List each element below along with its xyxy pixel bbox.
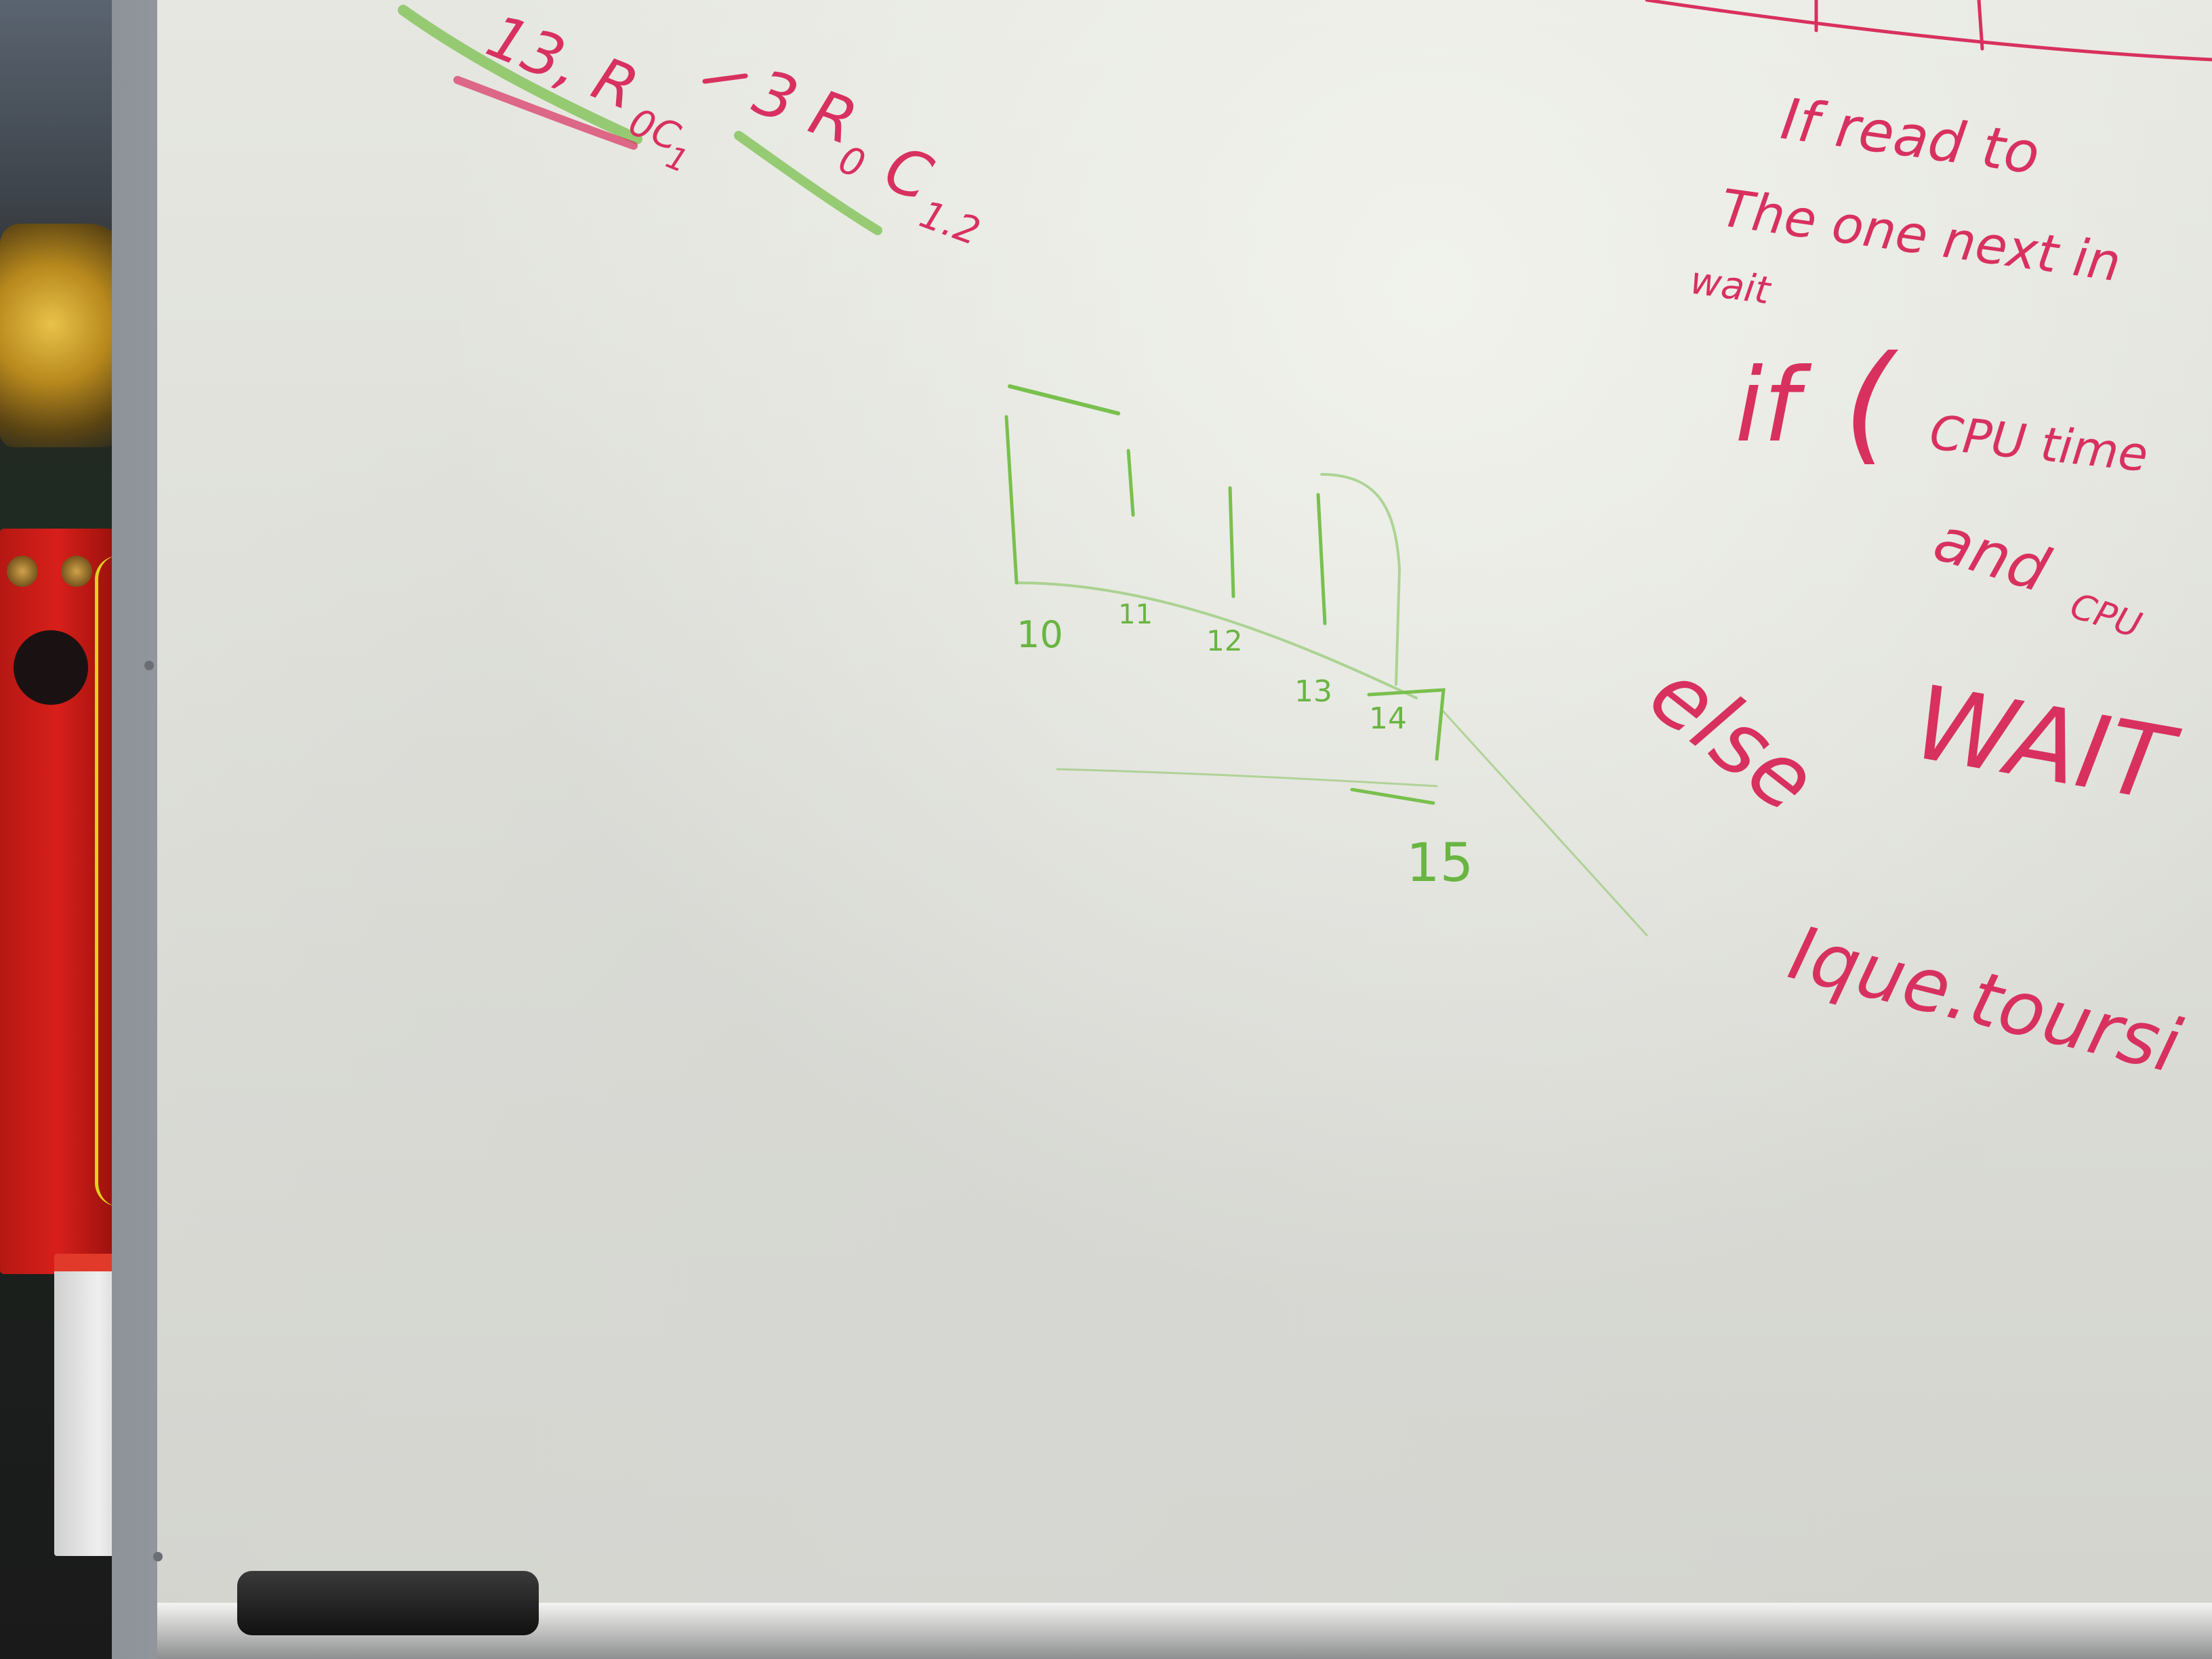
note-line-3: wait [1687, 258, 1774, 313]
note-paren: ( [1843, 328, 1899, 478]
frame-screw [153, 1552, 163, 1561]
note-cpu-time: CPU time [1927, 405, 2151, 483]
green-underline [734, 131, 882, 235]
note-else: else [1631, 641, 1835, 832]
note-line-2: The one next in [1717, 178, 2125, 293]
note-cpu-small: CPU [2066, 586, 2146, 647]
note-wait: WAIT [1906, 664, 2186, 826]
note-if: if [1735, 347, 1812, 465]
diagram-step [1367, 688, 1446, 761]
whiteboard-eraser[interactable] [237, 1571, 539, 1635]
note-and: and [1926, 504, 2057, 607]
diagram-lower-step [1350, 787, 1435, 805]
diagram-baseline [1015, 581, 1418, 699]
diagram-bottom-label: 15 [1406, 833, 1473, 894]
yellow-cable [95, 556, 119, 1206]
gold-crown-decoration [0, 224, 129, 447]
note-dash [702, 73, 748, 84]
diagram-tick-label: 14 [1369, 701, 1407, 736]
red-underline [453, 76, 638, 150]
whiteboard-surface [157, 0, 2212, 1603]
note-term-2-tail-sub: 1.2 [914, 192, 985, 255]
diagram-curve [1320, 473, 1401, 686]
table-divider [1977, 0, 1984, 51]
diagram-tick [1126, 449, 1135, 517]
diagram-tick [1228, 486, 1235, 598]
diagram-top-line [1008, 384, 1120, 415]
diagram-tick-label: 13 [1294, 674, 1332, 709]
diagram-tick-label: 12 [1206, 624, 1242, 657]
diagram-lower-line [1056, 768, 1438, 787]
cabinet-knob [61, 556, 92, 587]
note-ique: Ique.toursi [1781, 909, 2189, 1090]
diagram-pointer [1442, 710, 1648, 937]
cabinet-knob [7, 556, 38, 587]
frame-screw [144, 661, 154, 670]
diagram-edge [1004, 415, 1019, 585]
diagram-tick [1316, 493, 1327, 626]
note-line-1: If read to [1777, 85, 2043, 187]
diagram-tick-label: 10 [1017, 613, 1063, 656]
green-underline [398, 5, 642, 144]
table-edge-line [1645, 0, 2212, 62]
diagram-tick-label: 11 [1118, 599, 1153, 630]
cabinet-speaker [14, 630, 88, 705]
